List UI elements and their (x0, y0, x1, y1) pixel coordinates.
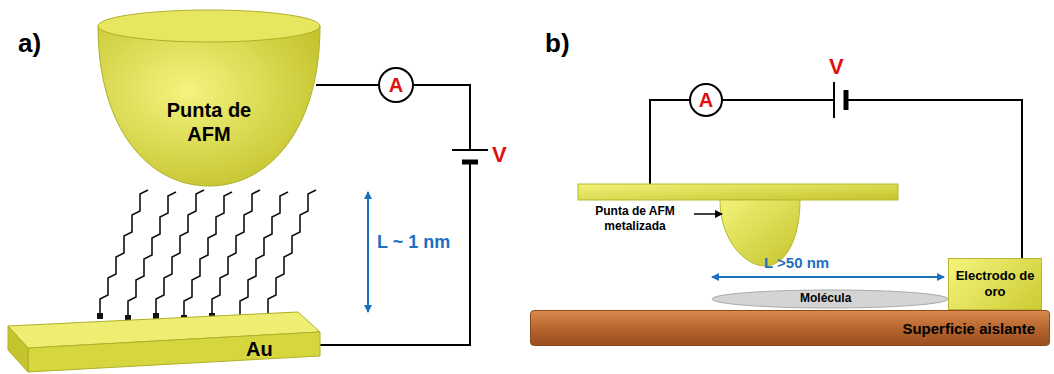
slab-outline (8, 312, 320, 372)
voltage-label: V (492, 142, 507, 168)
gold-electrode: Electrodo de oro (948, 258, 1042, 310)
node-text: Electrodo de oro (954, 268, 1036, 300)
length-arrow (712, 276, 944, 278)
node-text: Superficie aislante (902, 320, 1035, 337)
cantilever (578, 184, 898, 200)
ammeter-symbol: A (378, 67, 414, 103)
tip-callout: Punta de AFM metalizada (580, 204, 690, 234)
node-text: Au (246, 338, 273, 361)
wire (650, 100, 689, 184)
insulating-surface: Superficie aislante (530, 310, 1050, 346)
wire (316, 84, 378, 86)
bowl-outline (98, 8, 320, 186)
afm-tip: Punta de AFM (98, 8, 320, 186)
length-label: L ~ 1 nm (377, 232, 450, 253)
node-text: A (699, 89, 713, 112)
wire (320, 85, 470, 345)
molecule-chains (100, 190, 316, 318)
ammeter-symbol: A (689, 83, 723, 117)
leader-arrow (694, 213, 722, 215)
battery-symbol (452, 150, 488, 162)
molecule-label: Molécula (800, 291, 851, 306)
gold-substrate: Au (8, 312, 320, 372)
panel-label: a) (18, 28, 41, 59)
molecule (712, 290, 948, 308)
node-text: Punta de AFM (149, 98, 269, 146)
node-text: A (389, 74, 403, 97)
length-label: L >50 nm (764, 254, 829, 272)
panel-label: b) (545, 28, 570, 59)
voltage-label: V (829, 54, 844, 80)
length-arrow (367, 192, 369, 312)
battery-symbol (834, 82, 846, 118)
